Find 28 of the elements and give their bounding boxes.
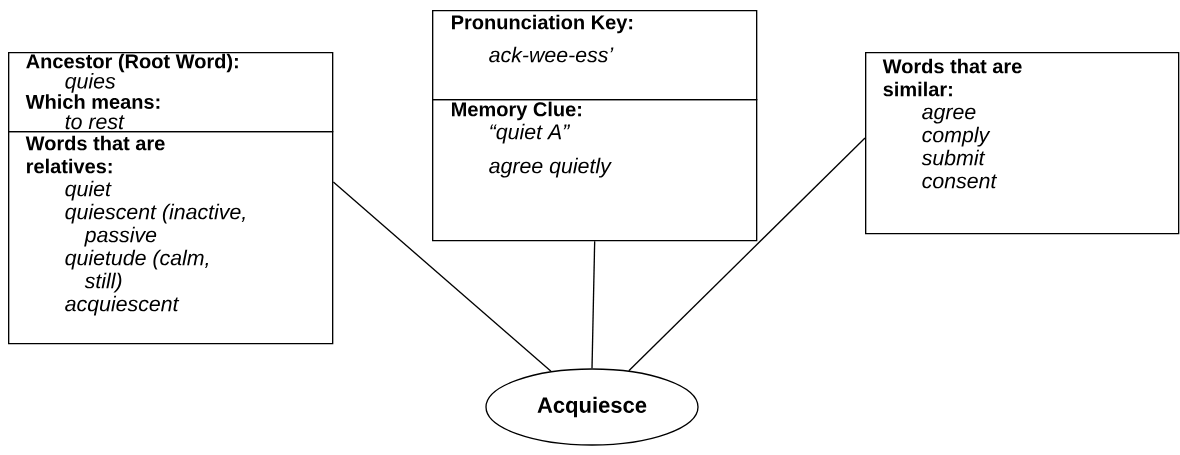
vocabulary-box: [8, 131, 334, 345]
section-heading: Memory Clue:: [452, 101, 581, 121]
section-heading: Words that are relatives:: [25, 135, 165, 174]
connector-line: [628, 137, 866, 372]
word-title: Acquiesce: [537, 396, 647, 418]
word-entry: submit: [921, 149, 986, 166]
section-heading: Words that are similar:: [882, 58, 1022, 97]
section-heading: Ancestor (Root Word):: [26, 53, 238, 73]
word-entry: quiet: [65, 180, 112, 201]
word-entry: quies: [65, 73, 116, 93]
word-entry: comply: [922, 126, 991, 147]
word-entry: acquiescent: [65, 295, 180, 316]
word-entry: consent: [922, 174, 998, 189]
word-entry: ack-wee-ess’: [489, 46, 614, 63]
word-entry: agree quietly: [489, 157, 612, 178]
vocabulary-box: [432, 10, 758, 101]
connector-line: [591, 240, 596, 369]
vocabulary-box: [8, 52, 334, 133]
word-ellipse: [485, 368, 699, 446]
word-entry: agree: [922, 107, 976, 124]
section-heading: Pronunciation Key:: [452, 14, 633, 34]
word-entry: quietude (calm, still): [65, 249, 208, 293]
word-entry: to rest: [65, 115, 125, 130]
word-entry: “quiet A”: [490, 123, 571, 144]
vocabulary-box: [865, 52, 1180, 235]
vocabulary-box: [432, 99, 758, 242]
section-heading: Which means:: [25, 94, 160, 109]
connector-line: [332, 181, 552, 372]
